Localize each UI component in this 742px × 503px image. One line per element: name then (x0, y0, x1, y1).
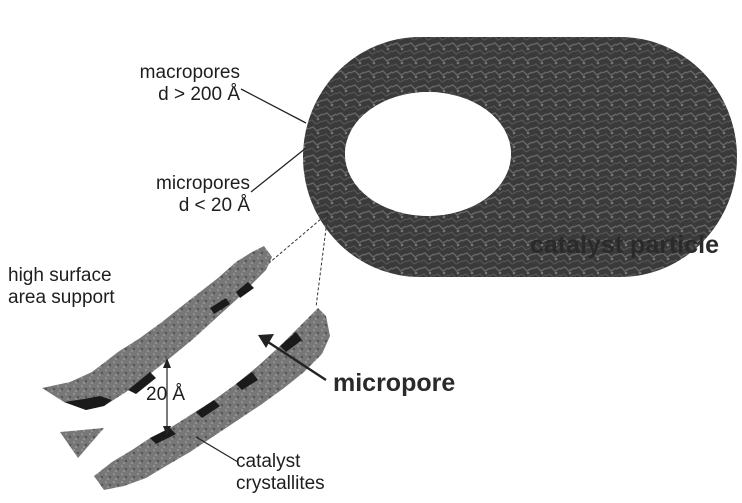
crystallites-label-line1: catalyst (236, 451, 325, 473)
crystallites-leader (196, 437, 238, 462)
macropore-opening (345, 92, 511, 216)
macropores-leader (241, 89, 306, 123)
support-label-line1: high surface (8, 265, 115, 287)
crystallites-label-line2: crystallites (236, 473, 325, 495)
macropores-size: d > 200 Å (100, 84, 240, 106)
support-fragment (60, 428, 104, 458)
catalyst-particle-label: catalyst particle (530, 231, 719, 259)
crystallites-label: catalyst crystallites (236, 451, 325, 495)
micropores-label: micropores d < 20 Å (110, 173, 250, 217)
gap-label: 20 Å (146, 384, 185, 406)
support-label-line2: area support (8, 287, 115, 309)
zoom-line-left (262, 213, 328, 269)
micropore-label: micropore (333, 369, 455, 397)
micropores-title: micropores (110, 173, 250, 195)
support-label: high surface area support (8, 265, 115, 309)
micropores-leader (251, 148, 306, 192)
micropores-size: d < 20 Å (110, 195, 250, 217)
macropores-label: macropores d > 200 Å (100, 62, 240, 106)
micropore-arrowhead (258, 334, 274, 348)
macropores-title: macropores (100, 62, 240, 84)
